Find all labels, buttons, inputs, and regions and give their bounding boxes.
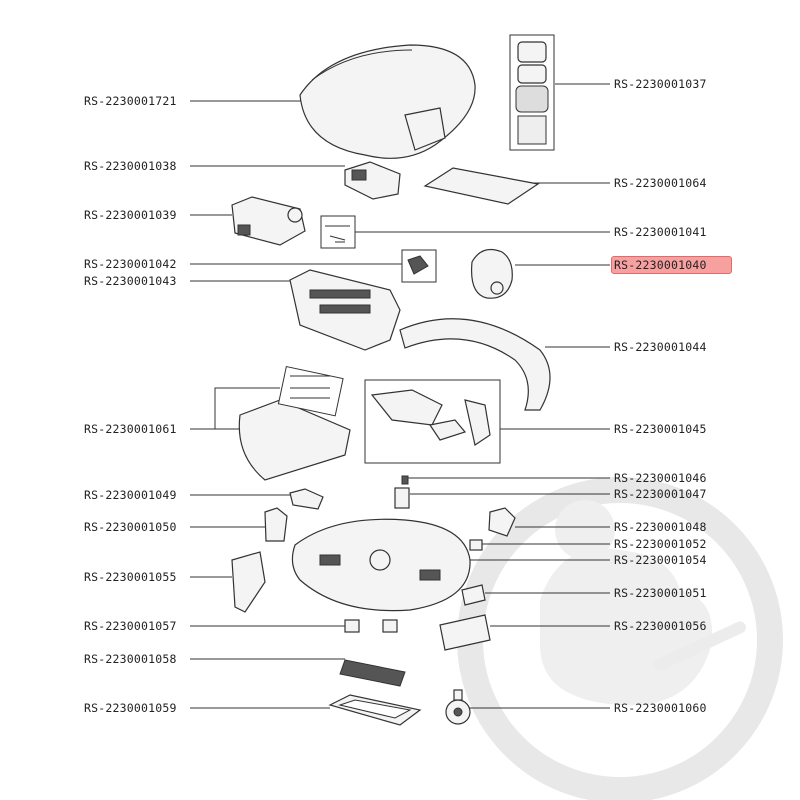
part-label-1058[interactable]: RS-2230001058 bbox=[84, 652, 177, 666]
part-label-1064[interactable]: RS-2230001064 bbox=[614, 176, 707, 190]
part-label-1060[interactable]: RS-2230001060 bbox=[614, 701, 707, 715]
part-label-1057[interactable]: RS-2230001057 bbox=[84, 619, 177, 633]
part-label-1045[interactable]: RS-2230001045 bbox=[614, 422, 707, 436]
plate-part bbox=[423, 167, 540, 205]
sensor-part bbox=[401, 249, 437, 283]
part-label-1061[interactable]: RS-2230001061 bbox=[84, 422, 177, 436]
part-label-1041[interactable]: RS-2230001041 bbox=[614, 225, 707, 239]
part-label-1039[interactable]: RS-2230001039 bbox=[84, 208, 177, 222]
part-label-1059[interactable]: RS-2230001059 bbox=[84, 701, 177, 715]
part-label-1054[interactable]: RS-2230001054 bbox=[614, 553, 707, 567]
part-label-1049[interactable]: RS-2230001049 bbox=[84, 488, 177, 502]
small-parts bbox=[231, 475, 516, 651]
right-leader-lines bbox=[355, 83, 610, 709]
part-label-1048[interactable]: RS-2230001048 bbox=[614, 520, 707, 534]
motor-part bbox=[231, 196, 306, 246]
brush-cover-part bbox=[344, 161, 401, 200]
part-label-1051[interactable]: RS-2230001051 bbox=[614, 586, 707, 600]
appliance-watermark bbox=[457, 477, 783, 800]
part-label-1044[interactable]: RS-2230001044 bbox=[614, 340, 707, 354]
dustbin-part bbox=[238, 365, 351, 481]
bumper-part bbox=[399, 318, 551, 411]
brush-housing-part bbox=[289, 269, 401, 351]
part-label-1037[interactable]: RS-2230001037 bbox=[614, 77, 707, 91]
part-label-1055[interactable]: RS-2230001055 bbox=[84, 570, 177, 584]
part-label-1050[interactable]: RS-2230001050 bbox=[84, 520, 177, 534]
part-label-1056[interactable]: RS-2230001056 bbox=[614, 619, 707, 633]
part-label-1047[interactable]: RS-2230001047 bbox=[614, 487, 707, 501]
leader-1061 bbox=[190, 387, 280, 430]
main-brush-part bbox=[339, 659, 406, 687]
button-set-part bbox=[509, 34, 555, 151]
part-label-1038[interactable]: RS-2230001038 bbox=[84, 159, 177, 173]
part-label-1042[interactable]: RS-2230001042 bbox=[84, 257, 177, 271]
left-leader-lines bbox=[190, 100, 405, 709]
part-label-1040-highlighted[interactable]: RS-2230001040 bbox=[611, 256, 732, 274]
part-label-1043[interactable]: RS-2230001043 bbox=[84, 274, 177, 288]
spring-part bbox=[320, 215, 356, 249]
part-label-1721[interactable]: RS-2230001721 bbox=[84, 94, 177, 108]
base-chassis-part bbox=[291, 518, 471, 612]
part-label-1046[interactable]: RS-2230001046 bbox=[614, 471, 707, 485]
part-label-1052[interactable]: RS-2230001052 bbox=[614, 537, 707, 551]
wheel-motor-part bbox=[470, 249, 513, 299]
sensor-board-part bbox=[364, 379, 501, 464]
side-brush-part bbox=[445, 689, 471, 725]
brush-frame-part bbox=[328, 694, 422, 726]
top-cover-part bbox=[299, 44, 476, 159]
